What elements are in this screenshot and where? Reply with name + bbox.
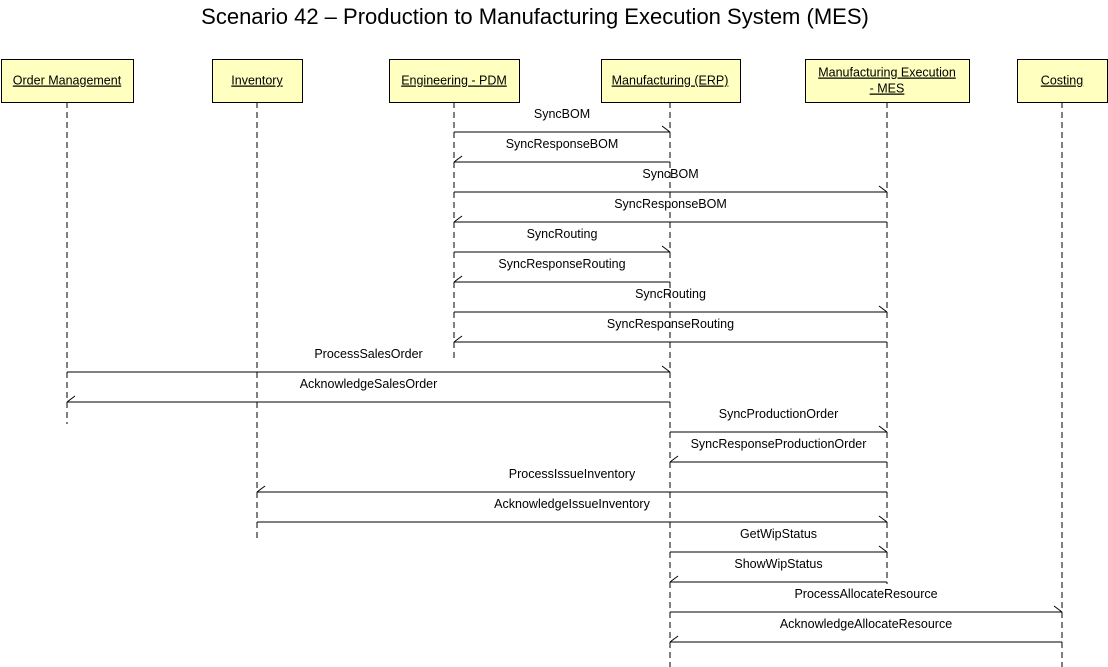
actor-om: Order Management — [1, 59, 134, 103]
message-label: ProcessIssueInventory — [509, 467, 636, 481]
message-label: ShowWipStatus — [734, 557, 822, 571]
message-4: SyncResponseBOM — [453, 197, 887, 223]
arrowhead — [878, 185, 888, 193]
actor-label: Manufacturing (ERP) — [612, 74, 729, 88]
message-label: SyncResponseBOM — [614, 197, 727, 211]
message-18: AcknowledgeAllocateResource — [669, 617, 1062, 643]
lifelines — [66, 102, 1063, 667]
message-6: SyncResponseRouting — [453, 257, 670, 283]
actor-pdm: Engineering - PDM — [389, 59, 520, 103]
message-label: SyncResponseBOM — [506, 137, 619, 151]
actor-box — [805, 59, 970, 103]
arrowhead — [661, 365, 671, 373]
message-label: AcknowledgeAllocateResource — [780, 617, 952, 631]
arrowhead — [669, 455, 679, 463]
message-15: GetWipStatus — [670, 527, 888, 553]
message-14: AcknowledgeIssueInventory — [257, 497, 888, 523]
actor-box — [1017, 59, 1108, 103]
actor-box — [601, 59, 741, 103]
message-label: SyncResponseProductionOrder — [691, 437, 867, 451]
message-9: ProcessSalesOrder — [67, 347, 671, 373]
arrowhead — [66, 395, 76, 403]
arrowhead — [661, 125, 671, 133]
actor-label: Order Management — [13, 74, 122, 88]
message-1: SyncBOM — [454, 107, 671, 133]
actor-label: Costing — [1041, 74, 1083, 88]
actor-label: Manufacturing Execution — [818, 66, 956, 80]
actor-mes: Manufacturing Execution - MES — [805, 59, 970, 103]
message-label: SyncBOM — [534, 107, 590, 121]
message-label: SyncRouting — [527, 227, 598, 241]
arrowhead — [878, 545, 888, 553]
actor-erp: Manufacturing (ERP) — [601, 59, 741, 103]
arrowhead — [878, 305, 888, 313]
arrowhead — [256, 485, 266, 493]
message-7: SyncRouting — [454, 287, 888, 313]
actor-cost: Costing — [1017, 59, 1108, 103]
arrowhead — [661, 245, 671, 253]
arrowhead — [669, 575, 679, 583]
arrowhead — [453, 335, 463, 343]
actor-box — [1, 59, 134, 103]
arrowhead — [453, 155, 463, 163]
message-8: SyncResponseRouting — [453, 317, 887, 343]
actor-label: Engineering - PDM — [401, 74, 507, 88]
arrowhead — [453, 275, 463, 283]
diagram-title: Scenario 42 – Production to Manufacturin… — [201, 4, 869, 29]
actor-inv: Inventory — [212, 59, 303, 103]
actor-box — [212, 59, 303, 103]
actors: Order Management Inventory Engineering - P… — [1, 59, 1108, 103]
message-label: ProcessSalesOrder — [314, 347, 422, 361]
message-label: ProcessAllocateResource — [794, 587, 937, 601]
arrowhead — [669, 635, 679, 643]
message-label: SyncRouting — [635, 287, 706, 301]
message-5: SyncRouting — [454, 227, 671, 253]
message-label: AcknowledgeIssueInventory — [494, 497, 650, 511]
arrowhead — [878, 515, 888, 523]
message-label: GetWipStatus — [740, 527, 817, 541]
message-11: SyncProductionOrder — [670, 407, 888, 433]
message-2: SyncResponseBOM — [453, 137, 670, 163]
message-17: ProcessAllocateResource — [670, 587, 1063, 613]
actor-label: - MES — [870, 82, 905, 96]
message-label: SyncBOM — [642, 167, 698, 181]
message-label: AcknowledgeSalesOrder — [300, 377, 438, 391]
actor-label: Inventory — [231, 74, 283, 88]
arrowhead — [878, 425, 888, 433]
message-label: SyncProductionOrder — [719, 407, 839, 421]
message-label: SyncResponseRouting — [498, 257, 625, 271]
actor-box — [389, 59, 520, 103]
messages: SyncBOM SyncResponseBOM SyncBOM SyncRespons… — [66, 107, 1063, 643]
message-label: SyncResponseRouting — [607, 317, 734, 331]
arrowhead — [453, 215, 463, 223]
message-16: ShowWipStatus — [669, 557, 887, 583]
message-3: SyncBOM — [454, 167, 888, 193]
arrowhead — [1053, 605, 1063, 613]
message-10: AcknowledgeSalesOrder — [66, 377, 670, 403]
message-13: ProcessIssueInventory — [256, 467, 887, 493]
message-12: SyncResponseProductionOrder — [669, 437, 887, 463]
